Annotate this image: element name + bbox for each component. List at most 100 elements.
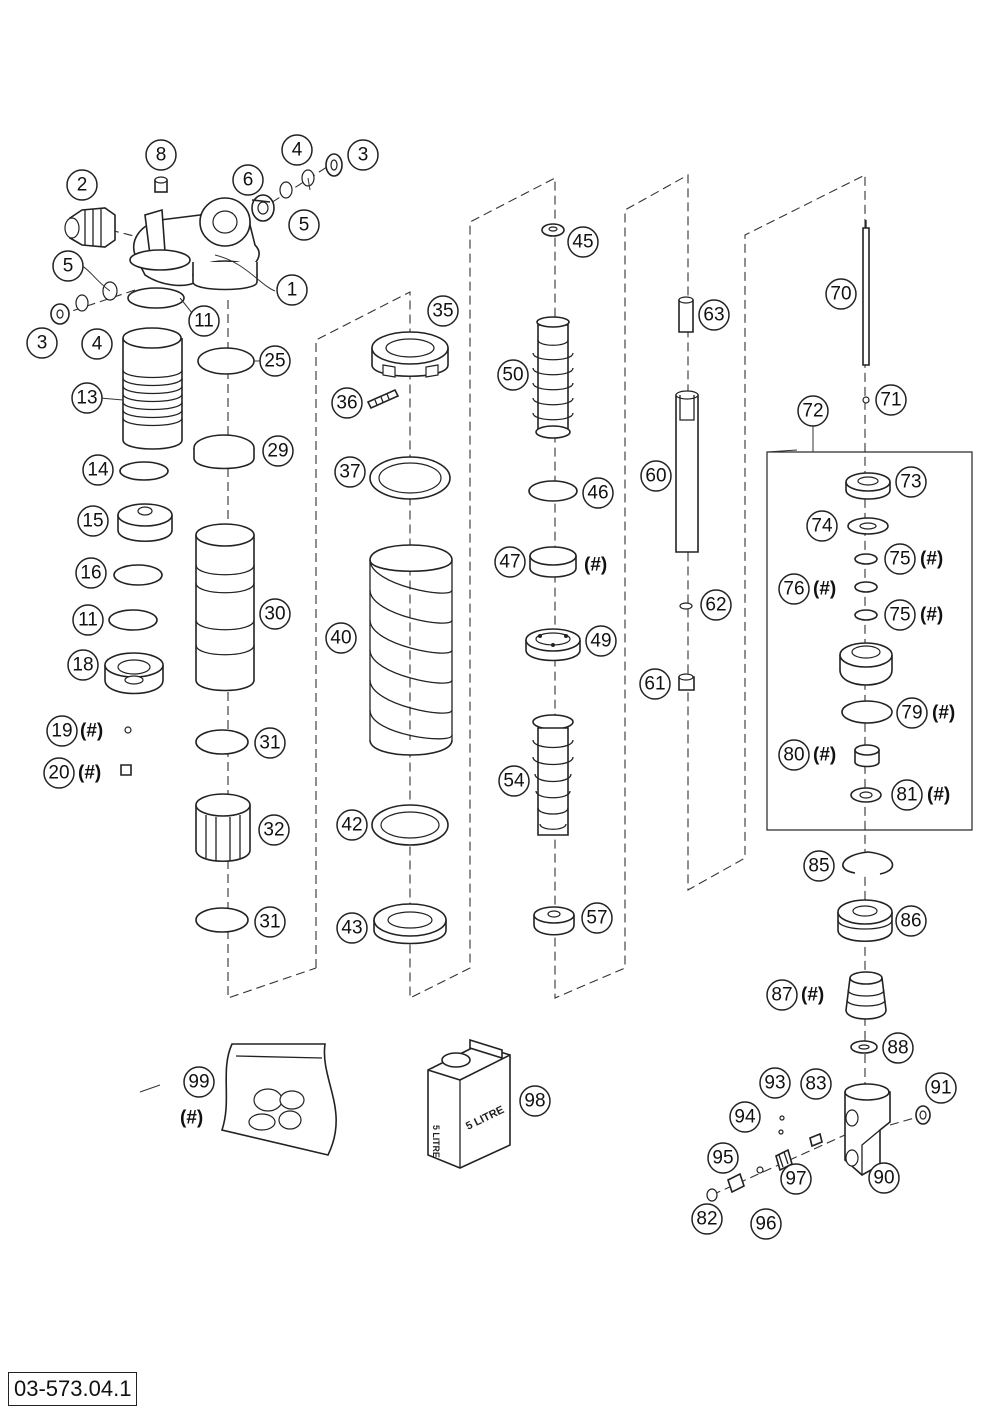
coil-spring-40 bbox=[369, 544, 453, 756]
spring-retainer-43 bbox=[373, 903, 447, 945]
small-parts-82-97 bbox=[706, 1115, 823, 1202]
callout-3: 3 bbox=[347, 139, 379, 171]
callout-83: 83 bbox=[800, 1068, 832, 1100]
bump-stop-87 bbox=[845, 971, 887, 1020]
orings-top-right bbox=[279, 153, 343, 199]
callout-71: 71 bbox=[875, 384, 907, 416]
svg-text:57: 57 bbox=[586, 908, 607, 929]
seal-47 bbox=[529, 546, 577, 578]
hash-marker: (#) bbox=[584, 555, 607, 576]
piston-15 bbox=[117, 503, 173, 543]
svg-text:97: 97 bbox=[785, 1169, 806, 1190]
oring-79 bbox=[841, 700, 893, 724]
svg-text:4: 4 bbox=[292, 140, 303, 161]
callout-97: 97 bbox=[780, 1163, 812, 1195]
svg-text:11: 11 bbox=[78, 610, 98, 631]
callout-86: 86 bbox=[895, 905, 927, 937]
callout-50: 50 bbox=[497, 359, 529, 391]
svg-text:91: 91 bbox=[930, 1078, 951, 1099]
callout-40: 40 bbox=[325, 622, 357, 654]
svg-text:74: 74 bbox=[811, 516, 833, 537]
bushing-91 bbox=[915, 1105, 931, 1125]
svg-text:3: 3 bbox=[37, 333, 48, 354]
callout-57: 57 bbox=[581, 902, 613, 934]
svg-text:75: 75 bbox=[889, 605, 910, 626]
callout-2: 2 bbox=[66, 169, 98, 201]
svg-text:16: 16 bbox=[80, 563, 101, 584]
callout-94: 94 bbox=[729, 1101, 761, 1133]
orings-left-side bbox=[50, 281, 118, 325]
orings-75-76 bbox=[854, 553, 878, 621]
svg-text:14: 14 bbox=[87, 460, 109, 481]
shock-head-body bbox=[129, 197, 260, 291]
svg-text:75: 75 bbox=[889, 549, 910, 570]
cap-73 bbox=[845, 472, 891, 500]
svg-text:11: 11 bbox=[194, 311, 214, 332]
svg-text:82: 82 bbox=[696, 1209, 717, 1230]
svg-text:46: 46 bbox=[587, 483, 608, 504]
svg-text:47: 47 bbox=[499, 552, 520, 573]
shim-stack-54 bbox=[532, 714, 574, 836]
svg-text:43: 43 bbox=[341, 918, 362, 939]
washer-62 bbox=[679, 602, 693, 610]
callout-4: 4 bbox=[281, 134, 313, 166]
hash-marker: (#) bbox=[927, 785, 950, 806]
callout-54: 54 bbox=[498, 765, 530, 797]
washer-45 bbox=[541, 223, 565, 237]
svg-text:86: 86 bbox=[900, 911, 921, 932]
needle-70 bbox=[862, 220, 870, 366]
callout-91: 91 bbox=[925, 1072, 957, 1104]
oil-can-98: 5 LITRE 5 LITRE bbox=[427, 1038, 511, 1169]
callout-93: 93 bbox=[759, 1067, 791, 1099]
svg-text:36: 36 bbox=[336, 393, 357, 414]
svg-text:50: 50 bbox=[502, 365, 523, 386]
callout-95: 95 bbox=[707, 1142, 739, 1174]
svg-text:5: 5 bbox=[63, 256, 74, 277]
hash-marker: (#) bbox=[801, 985, 824, 1006]
oring-31-lower bbox=[195, 907, 249, 933]
callout-37: 37 bbox=[334, 456, 366, 488]
oring-11-top bbox=[127, 287, 185, 309]
can-label-side: 5 LITRE bbox=[431, 1125, 441, 1158]
callout-99: 99(#) bbox=[180, 1066, 215, 1129]
callout-96: 96 bbox=[750, 1208, 782, 1240]
washer-57 bbox=[533, 906, 575, 936]
svg-text:31: 31 bbox=[259, 733, 280, 754]
nut-63 bbox=[678, 296, 694, 333]
ring-29 bbox=[193, 434, 255, 470]
svg-text:29: 29 bbox=[267, 441, 288, 462]
callout-60: 60 bbox=[640, 460, 672, 492]
oring-16 bbox=[113, 564, 163, 586]
callout-63: 63 bbox=[698, 299, 730, 331]
callout-5: 5 bbox=[52, 250, 84, 282]
reservoir-cap-18 bbox=[104, 652, 164, 695]
callout-1: 1 bbox=[276, 274, 308, 306]
callout-82: 82 bbox=[691, 1203, 723, 1235]
callout-11: 11 bbox=[188, 305, 220, 337]
svg-text:72: 72 bbox=[802, 401, 823, 422]
callout-46: 46 bbox=[582, 477, 614, 509]
svg-text:1: 1 bbox=[287, 280, 298, 301]
svg-text:32: 32 bbox=[263, 820, 284, 841]
spring-seat-37 bbox=[369, 456, 451, 500]
callout-79: 79(#) bbox=[896, 697, 955, 729]
svg-text:4: 4 bbox=[92, 334, 103, 355]
svg-text:95: 95 bbox=[712, 1148, 733, 1169]
callout-49: 49 bbox=[585, 625, 617, 657]
svg-text:6: 6 bbox=[243, 170, 254, 191]
callout-29: 29 bbox=[262, 435, 294, 467]
callout-36: 36 bbox=[331, 387, 363, 419]
ball-71 bbox=[862, 396, 870, 404]
svg-text:90: 90 bbox=[873, 1168, 894, 1189]
hash-marker: (#) bbox=[813, 579, 836, 600]
svg-text:98: 98 bbox=[524, 1091, 545, 1112]
callout-90: 90 bbox=[868, 1162, 900, 1194]
svg-text:85: 85 bbox=[808, 856, 829, 877]
callout-42: 42 bbox=[336, 809, 368, 841]
svg-text:20: 20 bbox=[48, 763, 69, 784]
svg-text:99: 99 bbox=[188, 1072, 209, 1093]
hash-marker: (#) bbox=[932, 703, 955, 724]
callout-80: 80(#) bbox=[778, 739, 836, 771]
hash-marker: (#) bbox=[78, 763, 101, 784]
svg-text:3: 3 bbox=[358, 145, 369, 166]
